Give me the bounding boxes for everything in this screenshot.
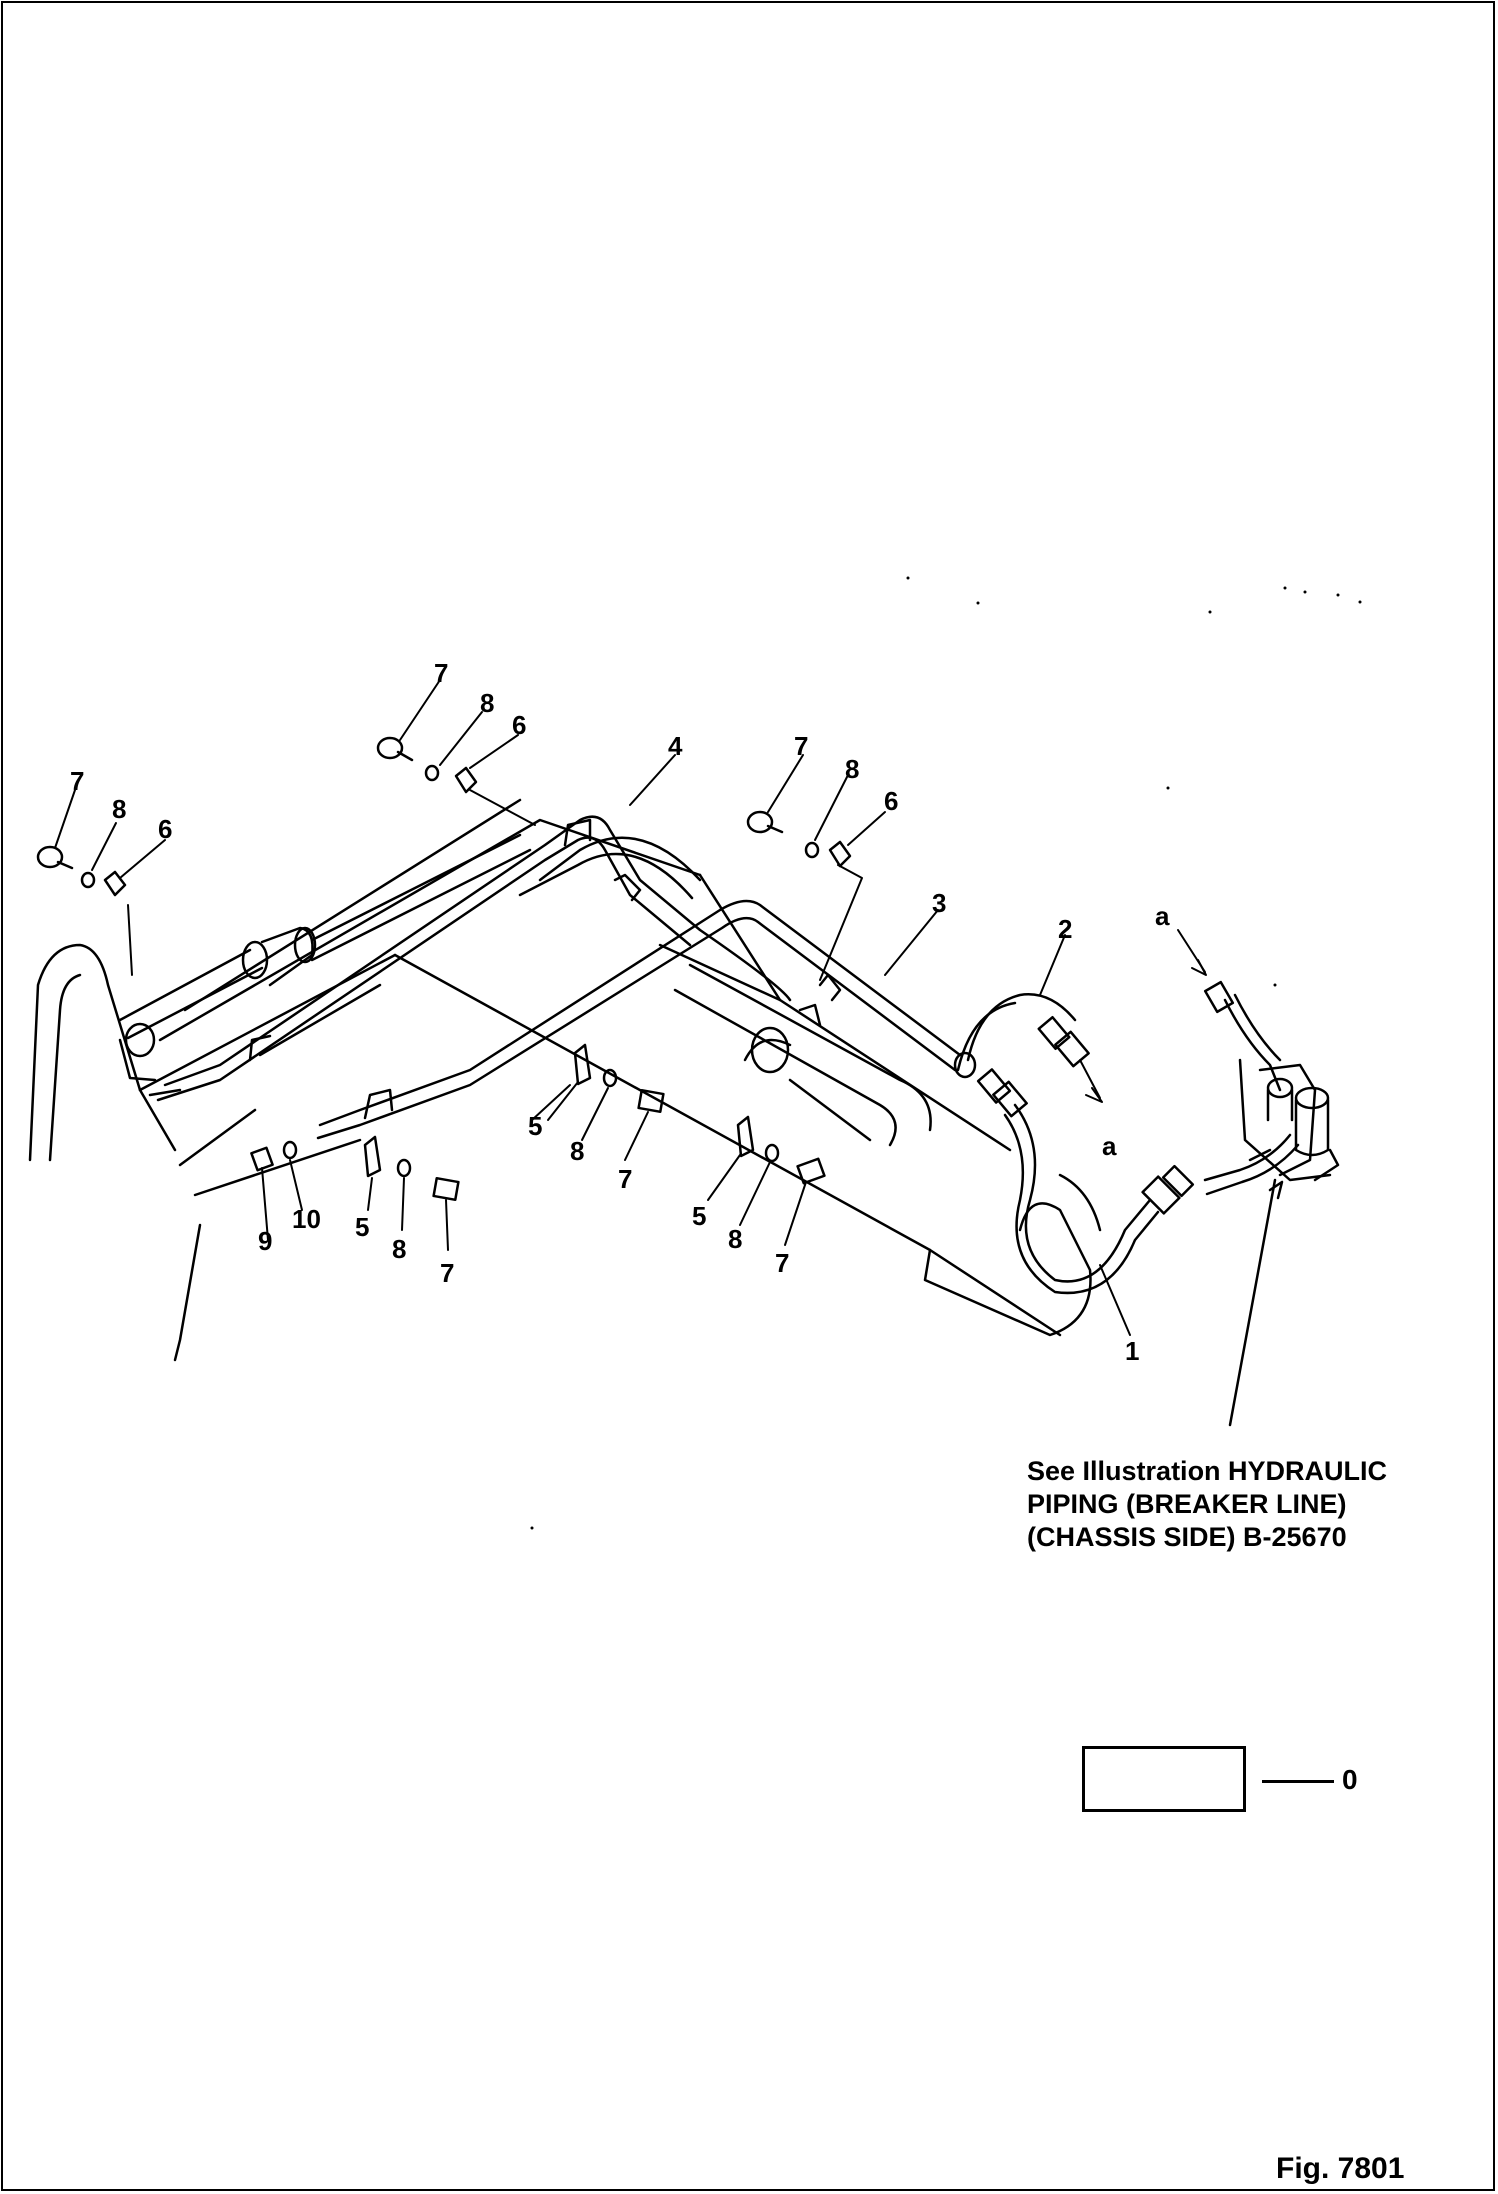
callout-8: 8 — [392, 1234, 406, 1264]
callout-a: a — [1155, 901, 1170, 931]
callout-5: 5 — [528, 1111, 542, 1141]
callout-7: 7 — [775, 1248, 789, 1278]
boom-body — [28, 798, 1102, 1362]
legend-dash — [1262, 1780, 1334, 1783]
callout-6: 6 — [884, 786, 898, 816]
callout-8: 8 — [845, 754, 859, 784]
callout-2: 2 — [1058, 914, 1072, 944]
callout-8: 8 — [570, 1136, 584, 1166]
reference-note: See Illustration HYDRAULIC PIPING (BREAK… — [1027, 1455, 1387, 1554]
hose-2 — [953, 993, 1090, 1118]
callout-6: 6 — [512, 710, 526, 740]
hose-1 — [1003, 1103, 1195, 1295]
legend-value: 0 — [1342, 1764, 1358, 1795]
clamps — [248, 818, 842, 1120]
figure-label: Fig. 7801 — [1276, 2152, 1405, 2185]
breaker-valve — [1203, 980, 1340, 1427]
scan-specks — [530, 576, 1362, 1530]
callout-7: 7 — [440, 1258, 454, 1288]
callout-4: 4 — [668, 731, 683, 761]
pipe-3 — [316, 836, 962, 1140]
callout-5: 5 — [692, 1201, 706, 1231]
callout-7: 7 — [618, 1164, 632, 1194]
reference-note-line-1: See Illustration HYDRAULIC — [1027, 1456, 1388, 1486]
boom-cylinder — [118, 833, 532, 1082]
callout-labels: 7 8 6 7 8 6 4 7 8 6 3 2 a a 1 9 10 5 8 7… — [70, 658, 1170, 1366]
fasteners — [36, 736, 852, 1202]
reference-note-line-2: PIPING (BREAKER LINE) — [1027, 1489, 1347, 1519]
reference-note-line-3: (CHASSIS SIDE) B-25670 — [1027, 1522, 1347, 1552]
callout-7: 7 — [434, 658, 448, 688]
legend-box — [1082, 1746, 1246, 1812]
callout-3: 3 — [932, 888, 946, 918]
callout-8: 8 — [480, 688, 494, 718]
callout-a: a — [1102, 1131, 1117, 1161]
arm-cylinder — [658, 943, 932, 1147]
callout-7: 7 — [70, 766, 84, 796]
callout-8: 8 — [728, 1224, 742, 1254]
callout-8: 8 — [112, 794, 126, 824]
callout-9: 9 — [258, 1226, 272, 1256]
callout-1: 1 — [1125, 1336, 1139, 1366]
leader-lines — [54, 679, 1207, 1336]
callout-6: 6 — [158, 814, 172, 844]
pipe-4 — [156, 815, 792, 1102]
callout-5: 5 — [355, 1212, 369, 1242]
callout-7: 7 — [794, 731, 808, 761]
callout-10: 10 — [292, 1204, 321, 1234]
